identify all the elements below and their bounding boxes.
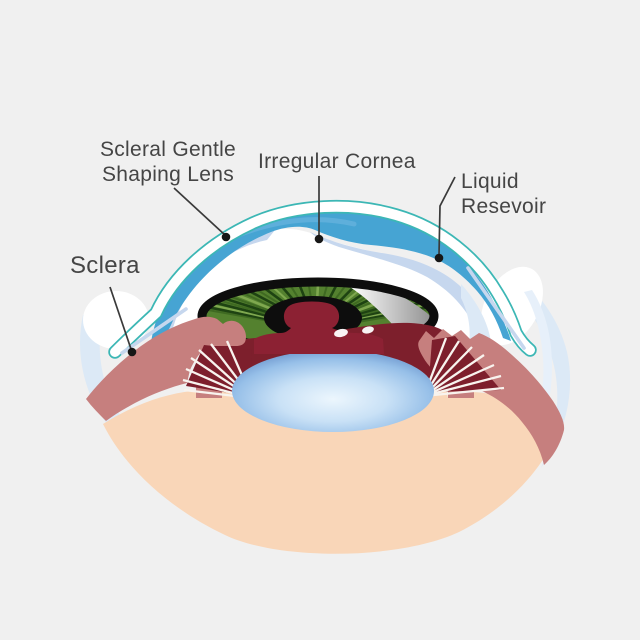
lens-edge-fill-right: [466, 266, 526, 350]
label-liquid-line2: Resevoir: [461, 195, 547, 218]
label-irregular-cornea: Irregular Cornea: [258, 150, 416, 173]
label-liquid-line1: Liquid: [461, 170, 519, 193]
leader-dot-sclera: [127, 347, 137, 357]
detail-stripe: [423, 363, 495, 398]
label-scleral-line2: Shaping Lens: [101, 163, 235, 186]
leader-scleral-lens: [173, 187, 226, 236]
label-liquid-resevoir: Liquid Resevoir: [461, 169, 546, 219]
leader-liquid-resevoir: [438, 176, 456, 256]
scleral-lens-body: [110, 201, 535, 357]
lens-edge-fill-left: [120, 307, 188, 355]
detail-stripe: [423, 386, 505, 398]
detail-stripe: [423, 374, 502, 398]
ciliary-tissue-left: [86, 316, 246, 421]
pupil-margin: [254, 301, 384, 354]
leader-dot-liquid-resevoir: [434, 253, 444, 263]
leader-dots: [127, 232, 444, 357]
label-sclera: Sclera: [70, 252, 140, 279]
leader-dot-scleral-lens: [221, 232, 231, 242]
crystalline-lens: [232, 350, 434, 432]
specular-highlight-1: [334, 328, 348, 338]
leader-lines: [109, 176, 456, 350]
cornea-edge-tint-right: [310, 232, 485, 332]
detail-stripe: [423, 354, 485, 397]
leader-sclera: [109, 286, 132, 350]
vitreous-body: [103, 384, 563, 554]
label-scleral-line1: Scleral Gentle: [99, 138, 237, 161]
label-scleral-gentle-shaping-lens: Scleral Gentle Shaping Lens: [58, 137, 278, 187]
outer-sclera-band-right: [510, 276, 571, 468]
scleral-lens: [108, 200, 537, 359]
liquid-reservoir: [151, 208, 511, 346]
leader-dot-irregular-cornea: [314, 234, 324, 244]
specular-highlight-2: [362, 326, 374, 334]
